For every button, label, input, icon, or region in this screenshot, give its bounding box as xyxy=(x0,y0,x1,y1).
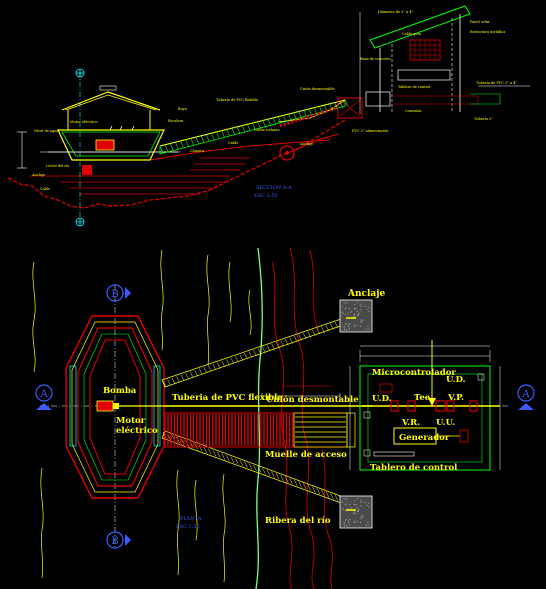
marker-a-right: A xyxy=(517,384,535,410)
svg-text:A: A xyxy=(521,389,530,400)
anchor-block-bottom xyxy=(339,495,373,529)
label-ud-left: U.D. xyxy=(372,394,392,404)
marker-a-left: A xyxy=(35,384,53,410)
label-microcontrolador: Microcontrolador xyxy=(372,368,456,378)
section-top-note: Diámetro de 2" a 4" xyxy=(378,10,414,14)
section-ladder: Escalera xyxy=(168,119,183,123)
section-base-concreto: Base de concreto xyxy=(360,57,391,61)
label-tablero: Tablero de control xyxy=(370,463,458,473)
section-tuberia-pvc: Tubería de PVC flexible xyxy=(216,98,258,102)
water-level-lines xyxy=(30,157,250,195)
axis-top-icon xyxy=(75,68,85,78)
section-tag-d: Tubería 2" xyxy=(474,117,493,121)
access-dock xyxy=(164,412,356,448)
plan-scale: ESC 1:50 xyxy=(176,524,200,530)
plan-view: A A B B xyxy=(32,247,535,589)
label-union-desmontable: Unión desmontable xyxy=(266,394,359,405)
svg-text:B: B xyxy=(111,536,118,547)
section-motor: Motor eléctrico xyxy=(70,120,97,124)
svg-text:A: A xyxy=(39,389,48,400)
section-union-rodante: Unión rodante xyxy=(254,127,280,132)
river-bank-line xyxy=(255,247,263,589)
section-tuberia-salida: Tubería de PVC 2" a 4" xyxy=(476,81,517,85)
section-anclaje-left: Anclaje xyxy=(31,173,45,177)
label-vp: V.P. xyxy=(447,393,464,403)
section-nivel: Nivel de agua xyxy=(34,129,59,133)
pump-icon xyxy=(96,400,114,412)
bank-line xyxy=(149,139,331,161)
section-tablero: Tablero de control xyxy=(398,85,431,89)
section-union: Unión desmontable xyxy=(300,86,335,91)
svg-text:B: B xyxy=(111,289,118,300)
section-pvc-tag: PVC 2" alimentación xyxy=(352,128,389,133)
section-camara: Cámara xyxy=(190,149,204,153)
section-cable-left: Cable xyxy=(40,187,50,191)
label-motor-1: Motor xyxy=(116,416,146,426)
contour-lines xyxy=(271,247,333,589)
section-anclaje: Anclaje xyxy=(299,142,313,146)
label-generador: Generador xyxy=(399,433,450,443)
label-ribera-rio: Ribera del río xyxy=(265,515,331,526)
anchor-block-top xyxy=(339,299,373,333)
control-shelter-section xyxy=(337,5,530,119)
label-tee: Tee xyxy=(414,393,431,403)
plan-title: PLANTA xyxy=(180,516,202,522)
anchor-cables xyxy=(161,317,348,505)
control-room-plan xyxy=(349,340,501,471)
label-uu: U.U. xyxy=(436,418,455,428)
marker-b-bottom: B xyxy=(106,531,131,549)
label-anclaje: Anclaje xyxy=(347,289,386,299)
section-estructura: Estructura metálica xyxy=(470,30,505,34)
water-wave-lines xyxy=(32,249,252,583)
label-vr: V.R. xyxy=(401,418,420,428)
inclined-pipe-section xyxy=(159,99,349,161)
section-tag-c: Conexión xyxy=(405,108,422,113)
label-motor-2: eléctrico xyxy=(116,425,158,436)
label-muelle-acceso: Muelle de acceso xyxy=(265,450,347,460)
section-view: Diámetro de 2" a 4" Panel solar Estructu… xyxy=(7,5,530,227)
section-cable: Cable xyxy=(228,141,238,145)
marker-b-top: B xyxy=(106,284,131,302)
section-lecho: Lecho del río xyxy=(46,164,69,168)
floating-platform xyxy=(65,315,165,499)
pump-house-section xyxy=(48,85,178,175)
section-scale: ESC 1:50 xyxy=(254,193,278,199)
label-tuberia-pvc: Tuberia de PVC flexible xyxy=(172,393,283,403)
section-boya: Boya xyxy=(178,107,187,111)
label-bomba: Bomba xyxy=(103,386,137,396)
section-panel-solar: Panel solar xyxy=(470,20,490,24)
pipe-dimension xyxy=(261,385,341,399)
river-bed-line xyxy=(7,119,346,209)
axis-bottom-icon xyxy=(75,217,85,227)
section-title: SECCION A-A xyxy=(256,185,292,191)
section-cable-guia: Cable guía xyxy=(402,32,421,36)
label-ud-top: U.D. xyxy=(446,375,466,385)
